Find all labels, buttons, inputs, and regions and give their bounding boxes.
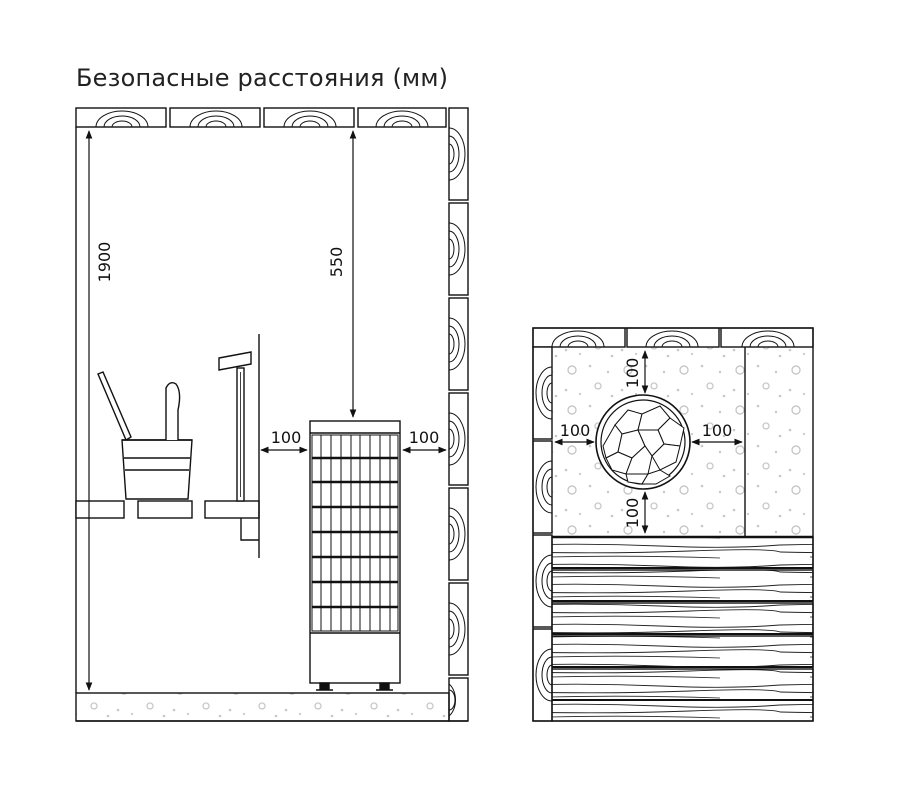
- top-view-left-wall: [532, 346, 553, 722]
- top-view-bench: [551, 535, 814, 722]
- bottom-gap-label: 100: [623, 498, 642, 529]
- ceiling-clearance-label: 550: [327, 247, 346, 278]
- top-view: [532, 327, 814, 722]
- height-label: 1900: [95, 242, 114, 283]
- left-gap-top-label: 100: [560, 421, 591, 440]
- ceiling-beams: [75, 107, 447, 128]
- heater-side: [309, 420, 401, 691]
- stones: [602, 405, 685, 485]
- bench: [75, 500, 260, 541]
- diagram-title: Безопасные расстояния (мм): [76, 64, 449, 92]
- top-view-outline: [532, 327, 814, 722]
- top-view-beams: [532, 327, 814, 348]
- right-gap-top-label: 100: [702, 421, 733, 440]
- floor: [75, 692, 450, 722]
- right-wall: [448, 107, 469, 722]
- heater-top: [595, 394, 691, 490]
- right-gap-label: 100: [409, 428, 440, 447]
- bucket-with-ladle: [97, 371, 193, 500]
- side-view: [75, 107, 469, 722]
- top-gap-label: 100: [623, 358, 642, 389]
- backrest: [218, 334, 260, 558]
- left-gap-label: 100: [271, 428, 302, 447]
